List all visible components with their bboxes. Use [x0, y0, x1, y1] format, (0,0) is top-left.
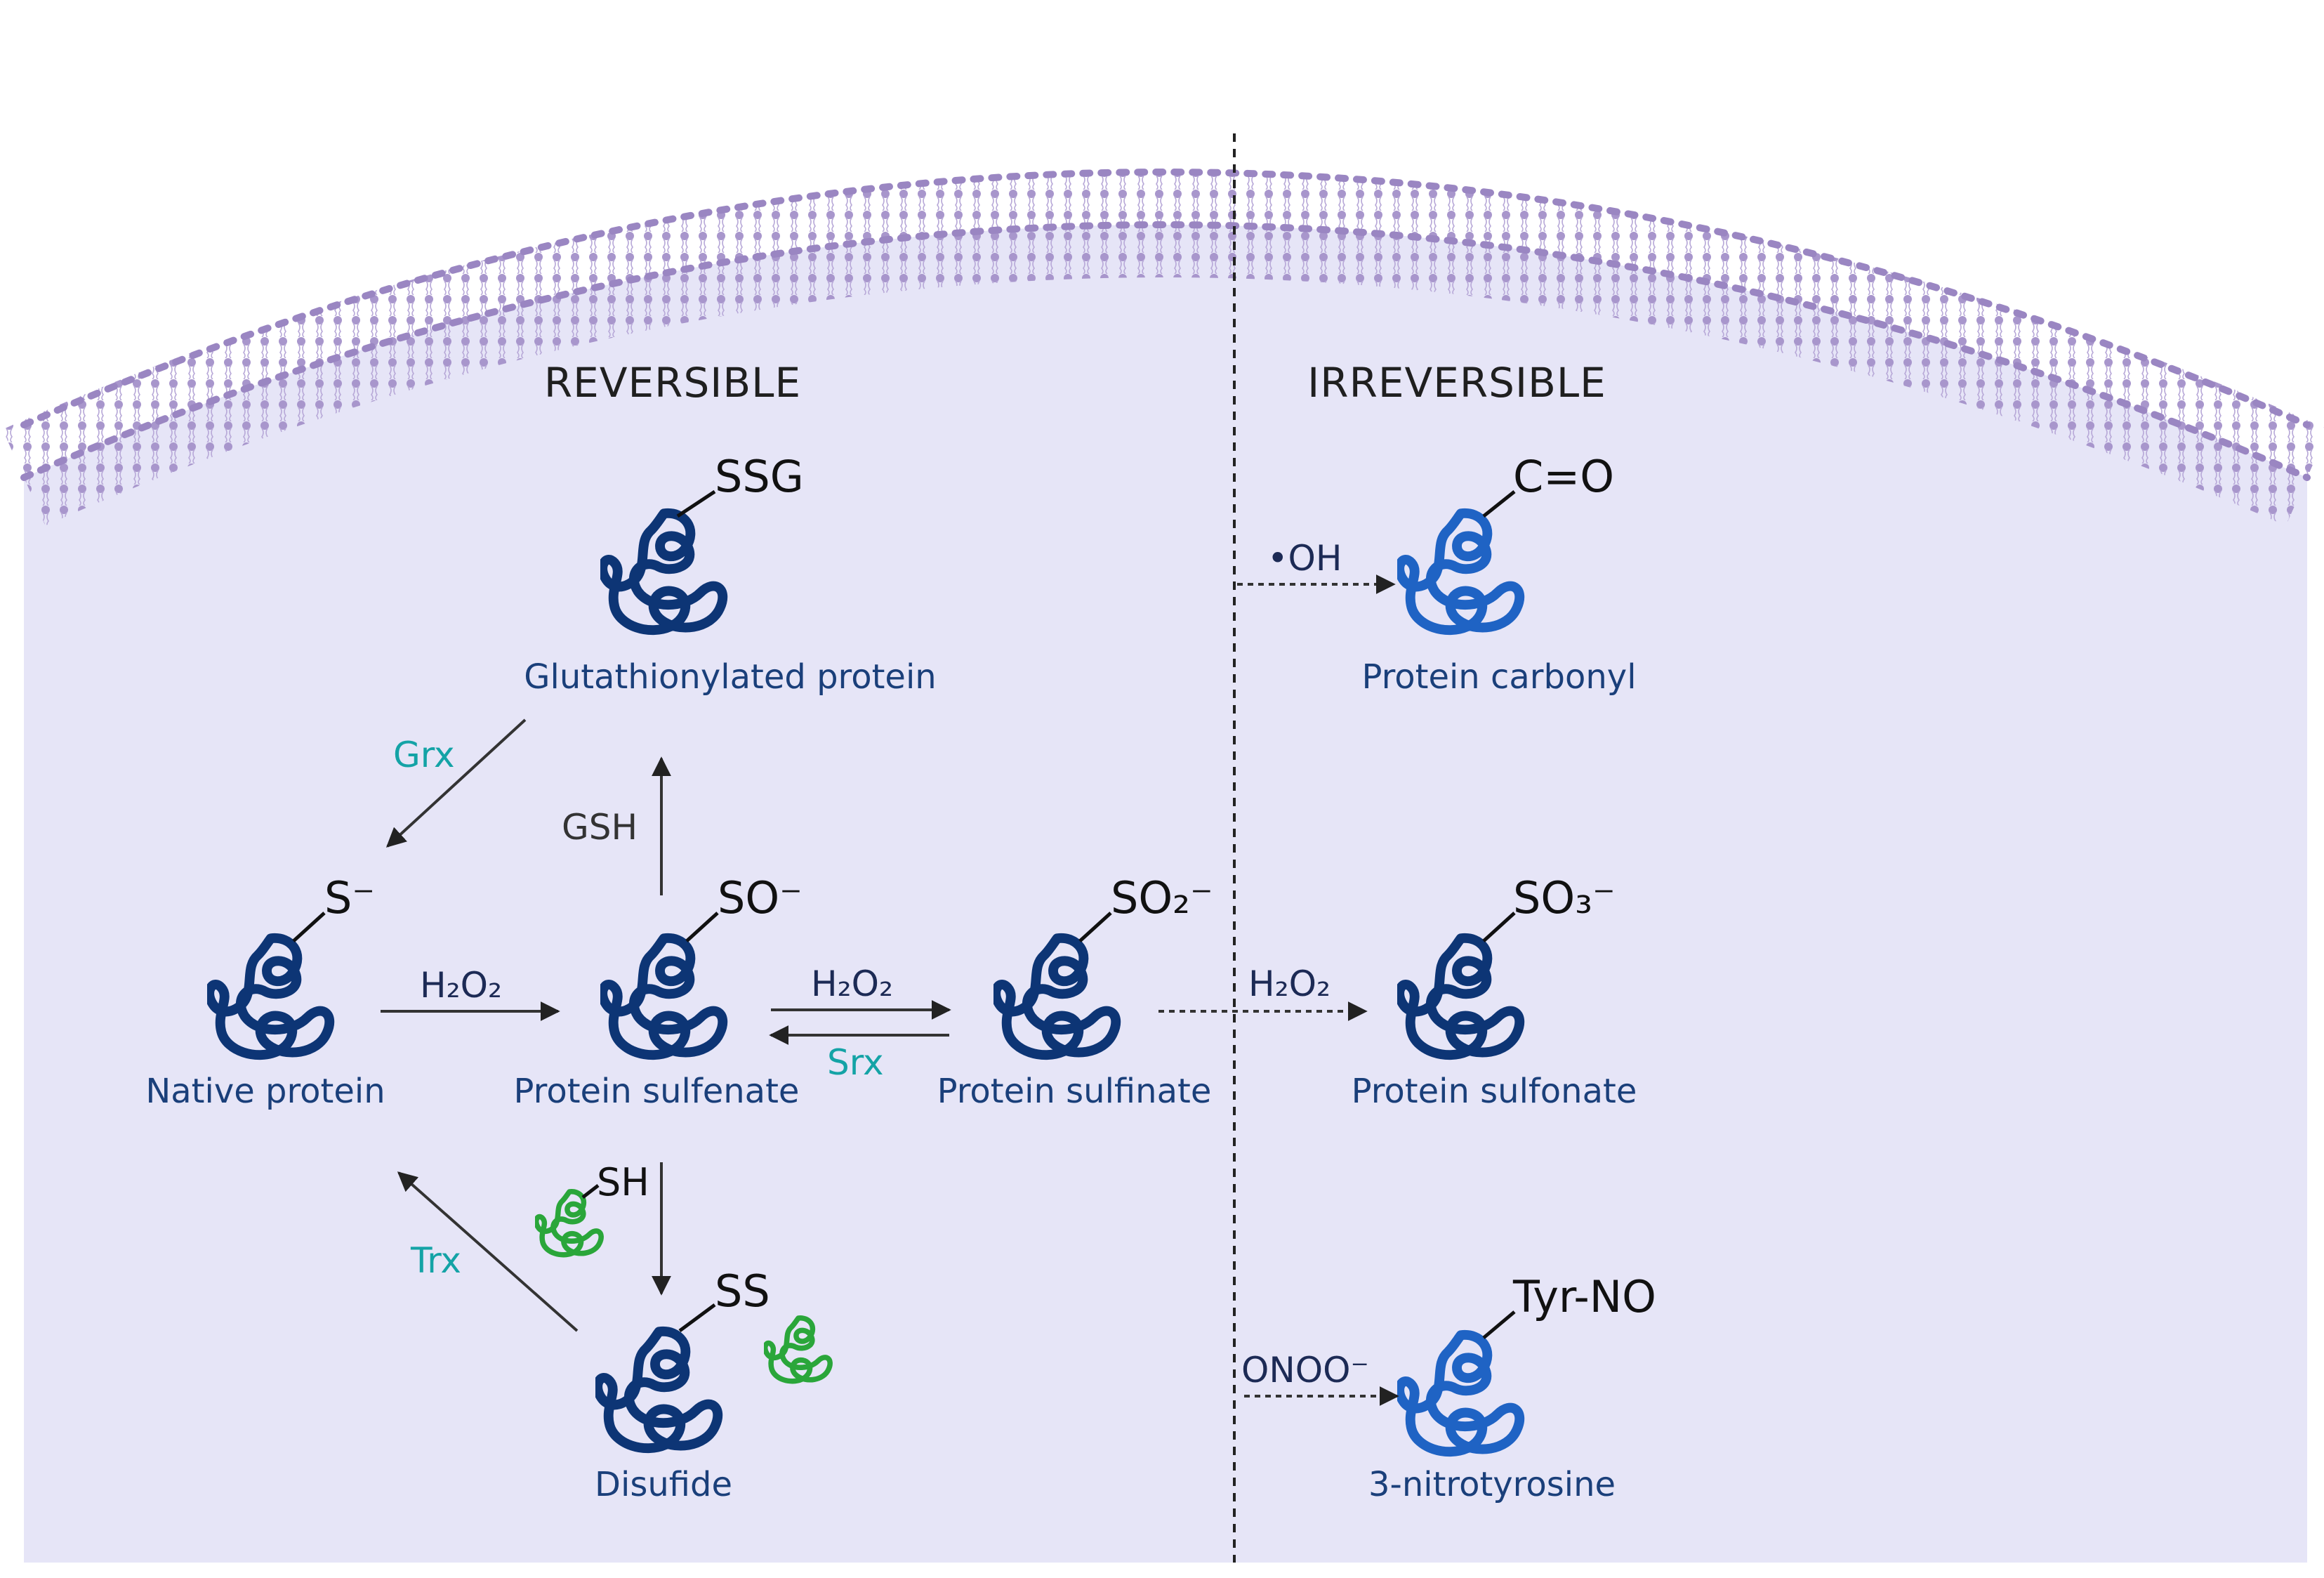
carbonyl-label: Protein carbonyl: [1361, 657, 1636, 697]
thiolate-group: S⁻: [324, 872, 375, 923]
irreversible-header: IRREVERSIBLE: [1307, 359, 1606, 407]
sulfonate-label: Protein sulfonate: [1352, 1072, 1637, 1111]
grx-arrow: [385, 718, 527, 848]
h2o2-label-1: H₂O₂: [420, 965, 502, 1006]
membrane-middle-heads: [20, 221, 2311, 481]
nitrotyrosine-group: Tyr-NO: [1512, 1271, 1656, 1322]
protein-sulfonate: SO₃⁻ Protein sulfonate: [1352, 872, 1637, 1111]
native-protein: S⁻ Native protein: [145, 872, 385, 1111]
disulfide-group: SS: [715, 1265, 770, 1317]
nitrotyrosine-protein: Tyr-NO 3-nitrotyrosine: [1368, 1271, 1656, 1504]
h2o2-label-2: H₂O₂: [811, 964, 893, 1004]
protein-sulfenate: SO⁻ Protein sulfenate: [514, 872, 803, 1111]
disulfide-protein: SS Disufide: [595, 1265, 830, 1504]
cytoplasm: [24, 225, 2307, 1563]
gsh-label: GSH: [562, 807, 638, 848]
protein-sulfinate: SO₂⁻ Protein sulfinate: [937, 872, 1213, 1111]
ssg-group: SSG: [715, 451, 804, 502]
membrane-outer-heads: [20, 169, 2311, 428]
protein-carbonyl: C=O Protein carbonyl: [1361, 451, 1636, 697]
srx-label: Srx: [827, 1042, 884, 1083]
grx-label: Grx: [393, 735, 455, 775]
sh-group: SH: [597, 1160, 649, 1204]
hydroxyl-label: •OH: [1267, 538, 1342, 579]
glutathionylated-label: Glutathionylated protein: [524, 657, 936, 697]
reversible-header: REVERSIBLE: [544, 359, 801, 407]
h2o2-label-3: H₂O₂: [1248, 964, 1331, 1004]
native-label: Native protein: [145, 1072, 385, 1111]
glutathionylated-protein: SSG Glutathionylated protein: [524, 451, 936, 697]
trx-label: Trx: [410, 1240, 461, 1281]
trx-arrow: [397, 1171, 579, 1332]
disulfide-label: Disufide: [595, 1465, 732, 1504]
sulfenate-label: Protein sulfenate: [514, 1072, 800, 1111]
peroxynitrite-label: ONOO⁻: [1241, 1350, 1369, 1390]
sulfinate-label: Protein sulfinate: [937, 1072, 1212, 1111]
sulfinate-group: SO₂⁻: [1111, 872, 1213, 923]
sulfonate-group: SO₃⁻: [1513, 872, 1616, 923]
carbonyl-group: C=O: [1513, 451, 1614, 502]
nitrotyrosine-label: 3-nitrotyrosine: [1368, 1465, 1616, 1504]
sulfenate-group: SO⁻: [718, 872, 803, 923]
thiol-partner: SH: [536, 1160, 649, 1255]
